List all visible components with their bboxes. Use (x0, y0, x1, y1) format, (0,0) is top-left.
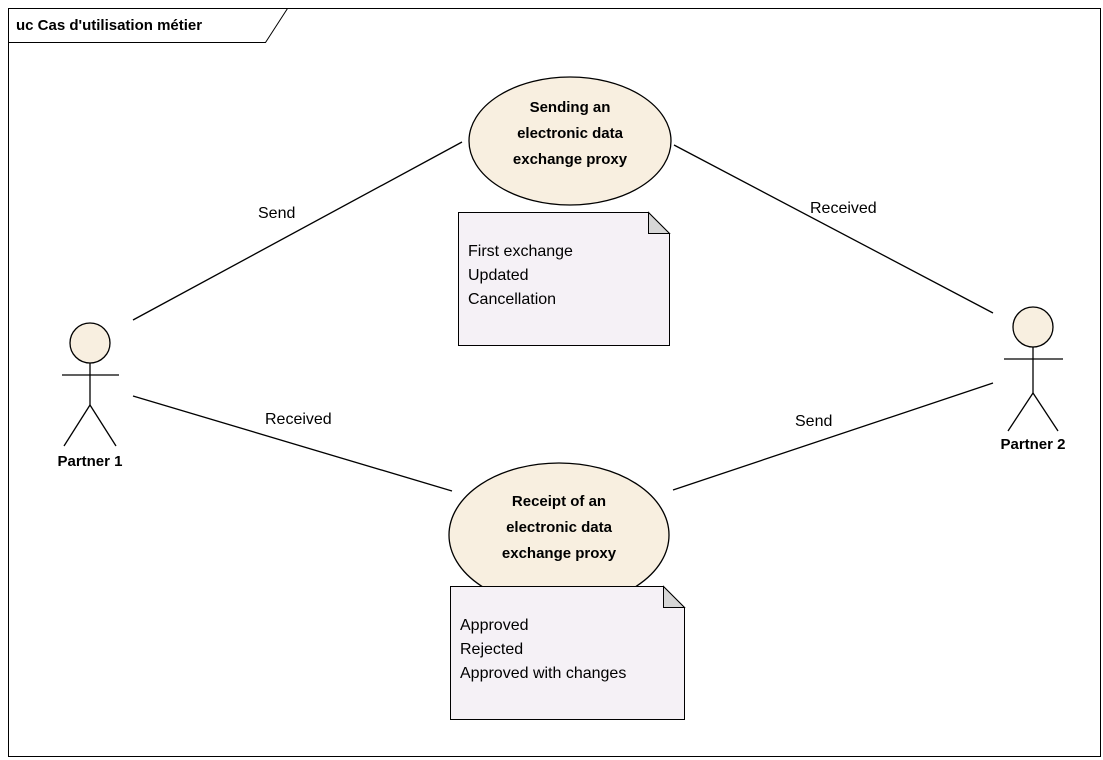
association-p1-sending[interactable] (132, 141, 463, 321)
note-sending-line-3: Cancellation (468, 291, 556, 308)
association-label-send-bottom: Send (795, 413, 832, 430)
frame-title: uc Cas d'utilisation métier (16, 17, 202, 34)
association-sending-p2[interactable] (673, 144, 994, 314)
use-case-sending-line-2: electronic data (517, 125, 624, 142)
note-receipt-line-3: Approved with changes (460, 665, 626, 682)
note-sending-line-1: First exchange (468, 243, 573, 260)
frame-title-tab (8, 8, 288, 43)
actor-partner-1-name: Partner 1 (57, 453, 122, 470)
note-sending[interactable]: First exchange Updated Cancellation (458, 211, 671, 346)
use-case-receipt-line-2: electronic data (506, 519, 613, 536)
note-receipt[interactable]: Approved Rejected Approved with changes (450, 585, 686, 720)
note-receipt-body (450, 586, 685, 720)
use-case-sending-line-3: exchange proxy (513, 151, 628, 168)
note-receipt-fold (663, 585, 686, 608)
actor-partner-1[interactable]: Partner 1 (57, 322, 123, 470)
association-label-received-top: Received (810, 200, 877, 217)
actor-partner-2-right-leg (1032, 392, 1059, 432)
use-case-sending[interactable]: Sending an electronic data exchange prox… (468, 76, 672, 206)
use-case-sending-ellipse[interactable] (468, 76, 672, 206)
association-p1-receipt[interactable] (132, 395, 453, 492)
association-label-received-bottom: Received (265, 411, 332, 428)
note-receipt-line-1: Approved (460, 617, 529, 634)
use-case-receipt-line-3: exchange proxy (502, 545, 617, 562)
actor-partner-2-head (1012, 306, 1054, 348)
actor-partner-2-left-leg (1007, 392, 1034, 432)
association-label-send-top: Send (258, 205, 295, 222)
use-case-sending-line-1: Sending an (530, 99, 611, 116)
use-case-receipt-line-1: Receipt of an (512, 493, 606, 510)
note-sending-line-2: Updated (468, 267, 529, 284)
note-sending-fold (648, 211, 671, 234)
association-receipt-p2[interactable] (672, 382, 994, 491)
actor-partner-1-left-leg (63, 404, 91, 447)
actor-partner-1-right-leg (89, 404, 117, 447)
use-case-receipt[interactable]: Receipt of an electronic data exchange p… (448, 462, 670, 608)
note-receipt-line-2: Rejected (460, 641, 523, 658)
note-sending-body (458, 212, 670, 346)
actor-partner-1-head (69, 322, 111, 364)
actor-partner-2[interactable]: Partner 2 (1000, 306, 1066, 453)
actor-partner-2-name: Partner 2 (1000, 436, 1065, 453)
